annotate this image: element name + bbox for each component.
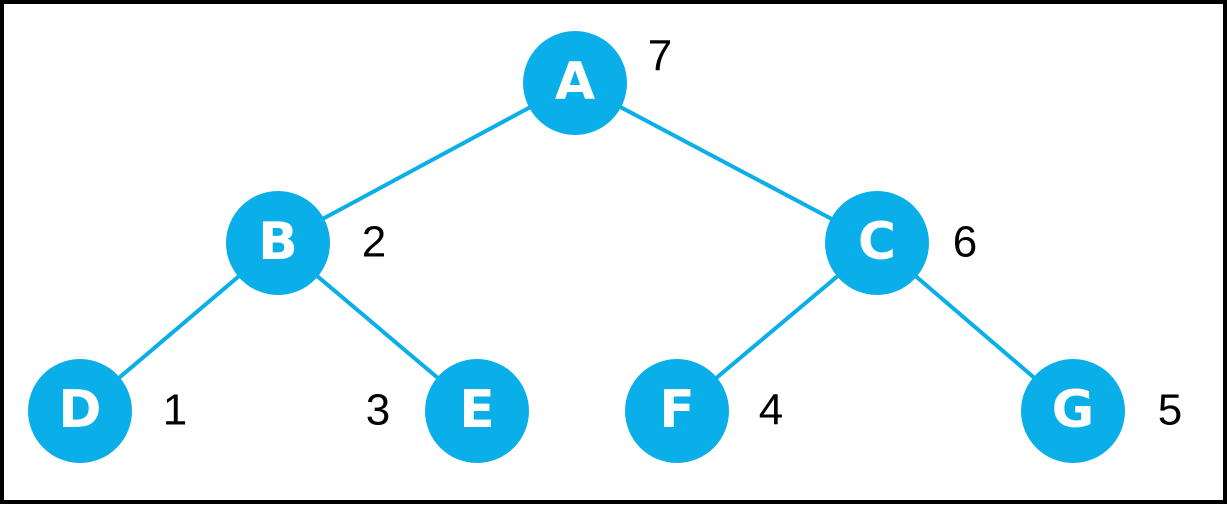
node-letter: E: [459, 380, 495, 440]
node-letter: F: [659, 380, 695, 440]
order-labels-layer: 7 2 6 1 3 4 5: [163, 32, 1182, 435]
node-circle: [28, 359, 132, 463]
node-circle: [523, 31, 627, 135]
node-a: A: [523, 31, 627, 135]
node-f: F: [625, 359, 729, 463]
order-label-d: 1: [163, 386, 187, 435]
node-letter: D: [58, 380, 101, 440]
node-circle: [825, 191, 929, 295]
order-label-f: 4: [759, 386, 783, 435]
node-letter: G: [1052, 380, 1095, 440]
binary-tree-diagram: A B C D E F G 7 2 6 1 3 4 5: [28, 31, 1182, 463]
node-letter: C: [858, 212, 896, 272]
node-circle: [1021, 359, 1125, 463]
order-label-c: 6: [953, 218, 977, 267]
node-letter: B: [258, 212, 298, 272]
node-d: D: [28, 359, 132, 463]
edge-a-b: [277, 81, 576, 245]
node-b: B: [226, 191, 330, 295]
node-circle: [425, 359, 529, 463]
order-label-b: 2: [362, 218, 386, 267]
node-e: E: [425, 359, 529, 463]
order-label-a: 7: [648, 32, 672, 81]
node-circle: [625, 359, 729, 463]
node-g: G: [1021, 359, 1125, 463]
node-circle: [226, 191, 330, 295]
node-letter: A: [555, 52, 595, 112]
node-c: C: [825, 191, 929, 295]
order-label-g: 5: [1158, 386, 1182, 435]
order-label-e: 3: [366, 386, 390, 435]
edge-a-c: [574, 81, 878, 245]
nodes-layer: A B C D E F G: [28, 31, 1125, 463]
